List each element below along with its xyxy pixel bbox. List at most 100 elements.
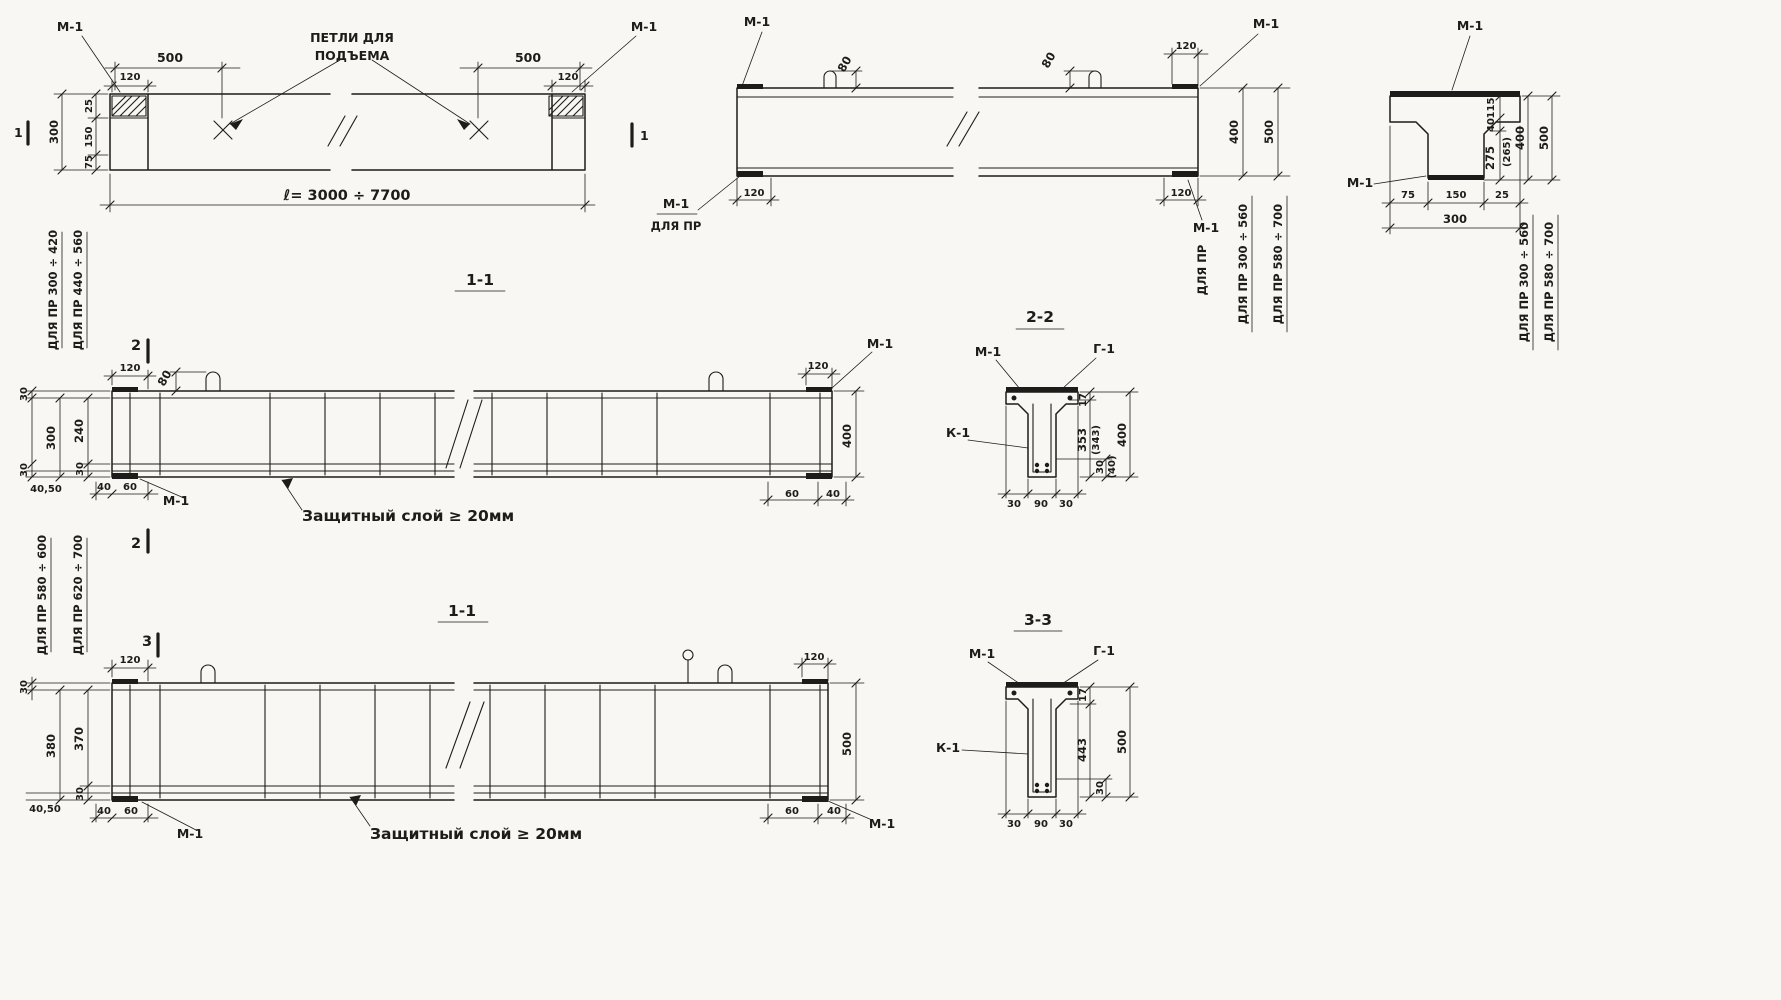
dim-label: 443	[1075, 738, 1089, 762]
dim-label: 120	[744, 188, 765, 199]
leader-lines	[697, 31, 1259, 221]
dim-label: 40	[826, 489, 840, 500]
section-profile	[1389, 95, 1521, 179]
dim-label: 17	[1078, 393, 1089, 407]
dim-label: 30	[75, 787, 86, 801]
rebar-dot	[1044, 462, 1050, 468]
leader-lines	[967, 357, 1097, 449]
dim-label: 300	[44, 426, 58, 450]
dim-lines	[656, 47, 1291, 333]
dim-label: 353	[1075, 428, 1089, 452]
dim-label: 75	[84, 155, 95, 169]
dim-label: (343)	[1091, 425, 1102, 455]
dim-label: 115	[1486, 98, 1497, 119]
dim-label: 150	[84, 127, 95, 148]
leader-lines	[961, 659, 1099, 755]
leader-lines	[81, 35, 637, 125]
m1-plates	[112, 387, 832, 479]
dim-label: 120	[1176, 41, 1197, 52]
dim-label: 500	[1537, 126, 1551, 150]
dim-label: 300	[47, 120, 61, 144]
section-title: 1-1	[466, 271, 494, 289]
dim-label: 30	[75, 462, 86, 476]
dim-label: 120	[120, 655, 141, 666]
m1-label: М-1	[1457, 18, 1483, 33]
rebar-dots	[1011, 690, 1073, 794]
dim-label: 400	[840, 424, 854, 448]
loop-position-cross-marks	[213, 120, 489, 140]
m1-label: М-1	[1253, 16, 1279, 31]
rebar-dot	[1067, 690, 1073, 696]
beam-outline	[109, 93, 586, 171]
g1-label: Г-1	[1093, 341, 1115, 356]
cage-outline	[111, 682, 829, 801]
dim-label: 120	[558, 72, 579, 83]
dim-label: 30	[19, 463, 30, 477]
lifting-loops	[205, 371, 724, 392]
dim-label: 30	[19, 680, 30, 694]
rebar-dot	[1034, 462, 1040, 468]
rebar-dot	[1011, 395, 1017, 401]
dim-label: 80	[1038, 50, 1058, 71]
dim-label: 30	[1007, 819, 1021, 830]
section-title: 3-3	[1024, 611, 1052, 629]
stirrup-k1	[1032, 698, 1052, 793]
dim-label: 80	[834, 54, 854, 75]
dim-label: (40)	[1107, 455, 1118, 478]
section-title: 1-1	[448, 602, 476, 620]
m1-label: М-1	[177, 826, 203, 841]
k1-label: К-1	[946, 425, 970, 440]
m1-label: М-1	[631, 19, 657, 34]
rebar-dot	[1034, 468, 1040, 474]
k1-label: К-1	[936, 740, 960, 755]
dim-label: 60	[785, 806, 799, 817]
section-title: 2-2	[1026, 308, 1054, 326]
dim-lines	[25, 537, 865, 825]
dim-label: 120	[808, 361, 829, 372]
lifting-note: ПЕТЛИ ДЛЯ	[310, 30, 394, 45]
dim-label: 240	[72, 419, 86, 443]
stirrup-k1	[1032, 403, 1052, 473]
range-note: ДЛЯ ПР 440 ÷ 560	[71, 230, 85, 350]
plan-view: М-1 М-1 500 500 ПЕТЛИ ДЛЯ ПОДЪЕМА 120 12…	[14, 19, 657, 213]
rebar-dot	[1011, 690, 1017, 696]
dim-label: (265)	[1502, 137, 1513, 167]
m1-label: М-1	[163, 493, 189, 508]
range-note: ДЛЯ ПР 300 ÷ 560	[1517, 222, 1531, 342]
m1-label: М-1	[867, 336, 893, 351]
cut-marker-lines	[26, 120, 634, 148]
section-profile	[1005, 686, 1079, 798]
m1-label: М-1	[869, 816, 895, 831]
dim-label: 500	[515, 50, 541, 65]
range-note: ДЛЯ ПР 580 ÷ 600	[35, 535, 49, 655]
elevation-view: М-1 М-1 80 80 120 М-1 ДЛЯ ПР 120 120 М-1…	[651, 14, 1291, 333]
dim-label: 30	[1059, 819, 1073, 830]
dim-label: 30	[19, 387, 30, 401]
m1-label: М-1	[744, 14, 770, 29]
longitudinal-bars	[111, 397, 833, 472]
end-section-view: М-1 М-1 115 40 275 (265) 400 500 75 150 …	[1347, 18, 1561, 351]
g1-label: Г-1	[1093, 643, 1115, 658]
dim-label: 60	[123, 482, 137, 493]
leader-lines	[1373, 35, 1471, 185]
dim-label: 17	[1078, 688, 1089, 702]
m1-plate	[1006, 682, 1078, 687]
stirrups	[129, 392, 821, 476]
stirrups	[129, 684, 821, 799]
lifting-loops	[823, 70, 1102, 89]
dim-label: 400	[1513, 126, 1527, 150]
cover-note: Защитный слой ≥ 20мм	[302, 507, 514, 525]
m1-plate-left-hatch	[111, 95, 147, 117]
dim-lines	[25, 231, 865, 507]
cut-number: 2	[131, 536, 141, 552]
dim-label: 500	[840, 732, 854, 756]
range-note: ДЛЯ ПР 300 ÷ 560	[1236, 204, 1250, 324]
m1-label: М-1	[1347, 175, 1373, 190]
rebar-dot	[1044, 788, 1050, 794]
dim-label: 80	[154, 368, 174, 389]
note-label: ДЛЯ ПР	[1195, 245, 1209, 296]
m1-plate	[1006, 387, 1078, 392]
dim-label: 90	[1034, 499, 1048, 510]
dim-label: 40	[827, 806, 841, 817]
beam-inner-lines	[736, 96, 1199, 169]
